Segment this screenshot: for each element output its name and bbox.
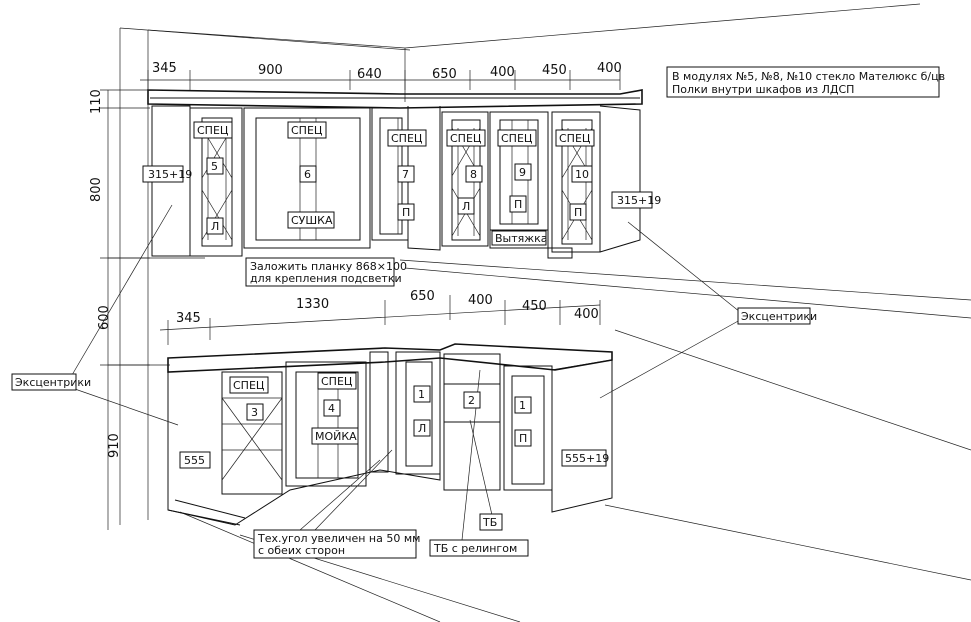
eccentric-right: Эксцентрики <box>741 310 817 323</box>
module-7: 7 <box>402 168 409 181</box>
tech-corner-line-2: с обеих сторон <box>258 544 345 557</box>
dim-low-400b: 400 <box>574 307 599 322</box>
tb-rail-label: ТБ с релингом <box>433 542 517 555</box>
spec-9: СПЕЦ <box>501 132 533 145</box>
module-4: 4 <box>328 402 335 415</box>
leader-lines <box>71 204 741 541</box>
dim-low-400a: 400 <box>468 293 493 308</box>
dim-top-450: 450 <box>542 63 567 78</box>
upper-right-depth: 315+19 <box>617 194 661 207</box>
module-1a: 1 <box>418 388 425 401</box>
module-5: 5 <box>211 160 218 173</box>
dim-top-400b: 400 <box>597 61 622 76</box>
spec-7: СПЕЦ <box>391 132 423 145</box>
labels: 315+19 315+19 СПЕЦ 5 Л СПЕЦ 6 СУШКА СПЕЦ… <box>11 121 817 559</box>
dim-top-900: 900 <box>258 63 283 78</box>
lower-right-depth: 555+19 <box>565 452 609 465</box>
moyka-label: МОЙКА <box>315 430 357 443</box>
module-8: 8 <box>470 168 477 181</box>
module-3: 3 <box>251 406 258 419</box>
dim-top-400a: 400 <box>490 65 515 80</box>
vytyazhka-label: Вытяжка <box>495 232 548 245</box>
l-5: Л <box>211 220 219 233</box>
spec-4: СПЕЦ <box>321 375 353 388</box>
dim-top-640: 640 <box>357 67 382 82</box>
dim-v-110: 110 <box>89 89 104 114</box>
spec-6: СПЕЦ <box>291 124 323 137</box>
plank-line-1: Заложить планку 868×100 <box>250 260 407 273</box>
note-line-2: Полки внутри шкафов из ЛДСП <box>672 83 854 96</box>
sushka-label: СУШКА <box>291 214 333 227</box>
p-1b: П <box>519 432 527 445</box>
dim-low-345: 345 <box>176 311 201 326</box>
dim-top-345: 345 <box>152 61 177 76</box>
module-9: 9 <box>519 166 526 179</box>
dim-top-650: 650 <box>432 67 457 82</box>
notes-box: В модулях №5, №8, №10 стекло Мателюкс б/… <box>666 66 945 98</box>
module-1b: 1 <box>519 399 526 412</box>
tech-corner-line-1: Тех.угол увеличен на 50 мм <box>257 532 420 545</box>
l-8: Л <box>462 200 470 213</box>
dim-low-450: 450 <box>522 299 547 314</box>
lower-left-depth: 555 <box>184 454 205 467</box>
dim-v-800: 800 <box>89 177 104 202</box>
p-9: П <box>514 198 522 211</box>
spec-10: СПЕЦ <box>559 132 591 145</box>
module-10: 10 <box>575 168 589 181</box>
dim-low-650: 650 <box>410 289 435 304</box>
note-line-1: В модулях №5, №8, №10 стекло Мателюкс б/… <box>672 70 945 83</box>
dim-v-600: 600 <box>97 305 112 330</box>
module-6: 6 <box>304 168 311 181</box>
p-7: П <box>402 206 410 219</box>
plank-line-2: для крепления подсветки <box>250 272 402 285</box>
p-10: П <box>574 206 582 219</box>
l-1a: Л <box>418 422 426 435</box>
dim-low-1330: 1330 <box>296 297 329 312</box>
module-2: 2 <box>468 394 475 407</box>
spec-5: СПЕЦ <box>197 124 229 137</box>
spec-8: СПЕЦ <box>450 132 482 145</box>
tb-label: ТБ <box>482 516 497 529</box>
dimension-texts: 345 900 640 650 400 450 400 345 1330 650… <box>89 61 622 458</box>
upper-left-depth: 315+19 <box>148 168 192 181</box>
dimension-lines <box>100 70 621 530</box>
spec-3: СПЕЦ <box>233 379 265 392</box>
lower-cabinets <box>167 343 613 526</box>
dim-v-910: 910 <box>107 433 122 458</box>
eccentric-left: Эксцентрики <box>15 376 91 389</box>
